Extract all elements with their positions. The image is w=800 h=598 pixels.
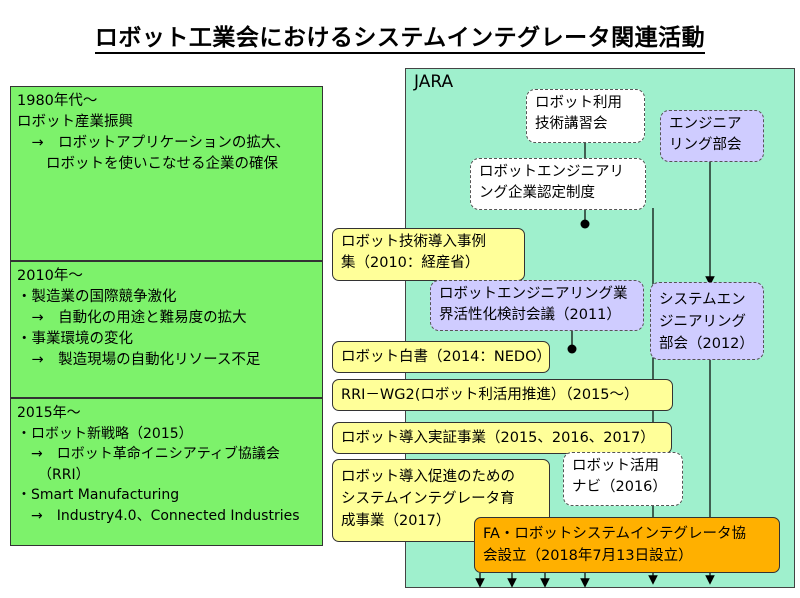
- connector-dot: [580, 219, 590, 229]
- period-line: 2010年～: [17, 268, 83, 284]
- node-navi: ロボット活用 ナビ（2016）: [563, 452, 683, 506]
- node-demo-project: ロボット導入実証事業（2015、2016、2017）: [332, 422, 672, 454]
- period-panel-1980s: 1980年代～ ロボット産業振興 → ロボットアプリケーションの拡大、 ロボット…: [10, 86, 323, 261]
- period-line: ロボット産業振興: [17, 114, 133, 130]
- period-panel-2015: 2015年～ ・ロボット新戦略（2015） → ロボット革命イニシアティブ協議会…: [10, 398, 323, 546]
- connector-dot: [567, 344, 577, 354]
- node-white-paper: ロボット白書（2014：NEDO）: [332, 341, 551, 373]
- period-line: （RRI）: [17, 466, 90, 483]
- period-line: ・ロボット新戦略（2015）: [17, 425, 193, 442]
- period-line: → Industry4.0、Connected Industries: [17, 507, 300, 524]
- period-line: → 自動化の用途と難易度の拡大: [17, 310, 247, 326]
- period-line: ・Smart Manufacturing: [17, 487, 180, 503]
- period-line: 1980年代～: [17, 93, 98, 109]
- node-rri-wg2: RRI－WG2(ロボット利活用推進）（2015～）: [332, 379, 673, 411]
- node-study-group: ロボットエンジニアリング業 界活性化検討会議（2011）: [430, 280, 644, 331]
- node-si-wg: システムエン ジニアリング 部会（2012）: [650, 282, 764, 360]
- node-association: FA・ロボットシステムインテグレータ協 会設立（2018年7月13日設立）: [474, 517, 780, 573]
- period-line: 2015年～: [17, 405, 81, 421]
- period-panel-2010: 2010年～ ・製造業の国際競争激化 → 自動化の用途と難易度の拡大 ・事業環境…: [10, 261, 323, 398]
- node-certification: ロボットエンジニアリ ング企業認定制度: [470, 158, 646, 210]
- jara-label: JARA: [414, 72, 454, 92]
- period-line: ・事業環境の変化: [17, 331, 133, 347]
- period-line: → ロボットアプリケーションの拡大、: [17, 135, 290, 151]
- node-engineering-wg: エンジニア リング部会: [660, 110, 764, 162]
- period-line: ・製造業の国際競争激化: [17, 289, 177, 305]
- period-line: ロボットを使いこなせる企業の確保: [17, 156, 278, 172]
- node-tech-cases: ロボット技術導入事例 集（2010：経産省）: [332, 228, 525, 281]
- period-line: → ロボット革命イニシアティブ協議会: [17, 446, 280, 462]
- period-line: → 製造現場の自動化リソース不足: [17, 352, 261, 368]
- page-title: ロボット工業会におけるシステムインテグレータ関連活動: [0, 18, 800, 54]
- node-training: ロボット利用 技術講習会: [526, 89, 645, 143]
